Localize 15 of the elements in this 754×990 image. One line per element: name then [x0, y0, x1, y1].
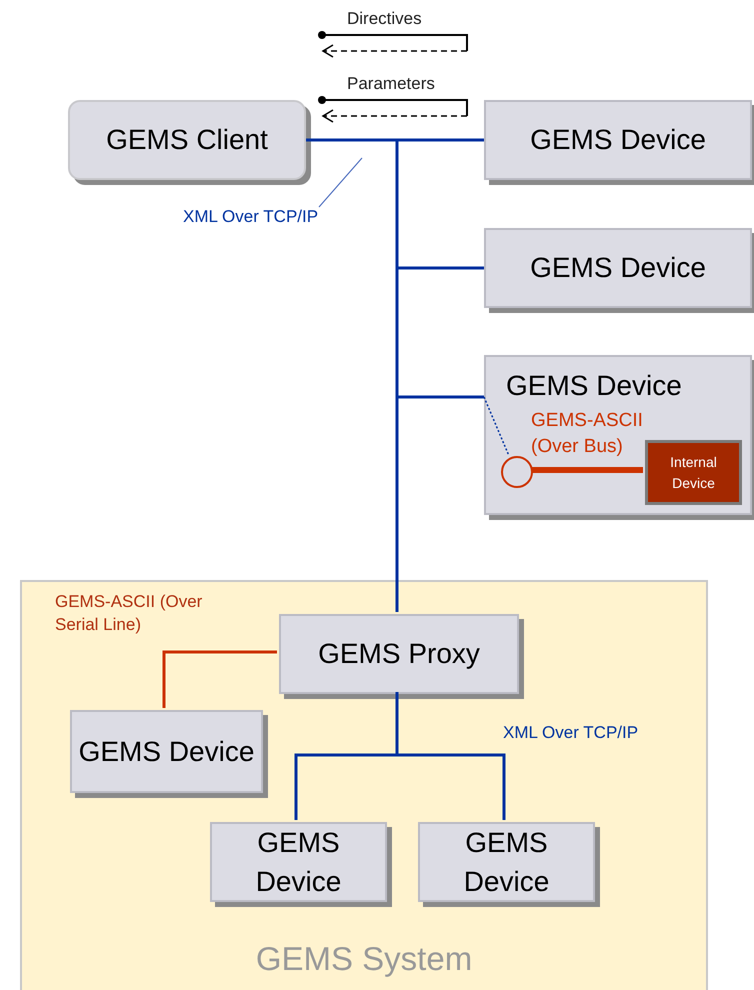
- connector-line: [531, 467, 643, 474]
- legend-label: Parameters: [347, 73, 435, 95]
- system-region: [20, 580, 708, 990]
- protocol-label: XML Over TCP/IP: [503, 722, 640, 744]
- leader-line: [318, 158, 362, 208]
- region-title: GEMS System: [256, 940, 472, 978]
- internal-device-box: Internal Device: [645, 440, 742, 505]
- device-title: GEMS Device: [506, 369, 682, 403]
- connector-line: [162, 650, 277, 708]
- protocol-label: GEMS-ASCII (Over Bus): [531, 409, 644, 459]
- bus-port-circle: [501, 456, 533, 488]
- leader-line: [483, 396, 510, 456]
- protocol-label: GEMS-ASCII (Over Serial Line): [55, 591, 204, 636]
- protocol-label: XML Over TCP/IP: [183, 207, 319, 231]
- legend-label: Directives: [347, 8, 422, 30]
